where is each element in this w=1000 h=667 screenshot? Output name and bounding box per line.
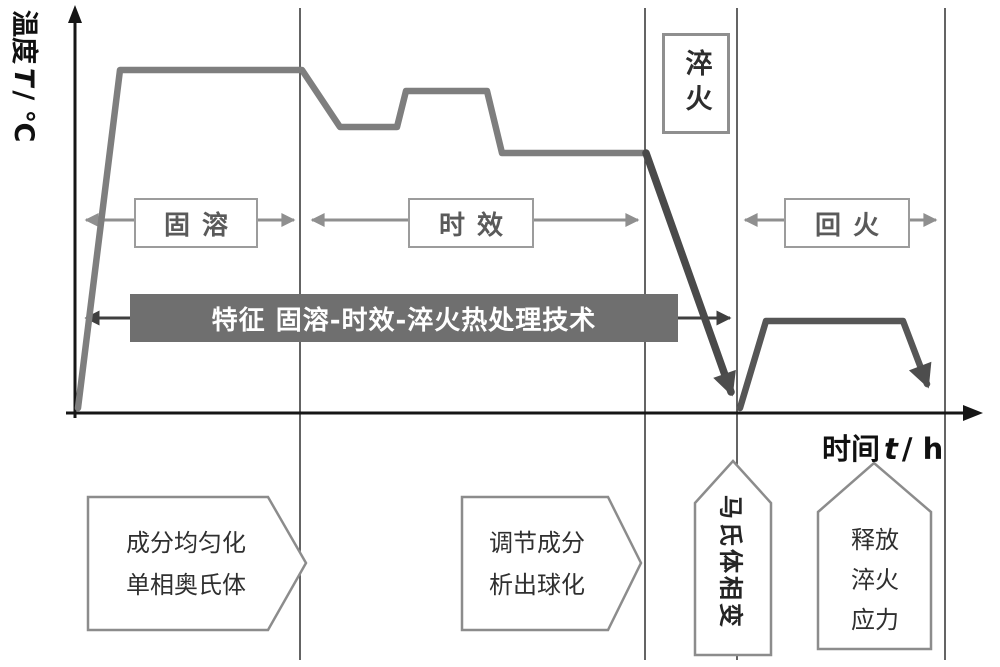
stage4-annotation: 释放 淬火 应力 (820, 520, 930, 640)
temperature-curve-main (74, 66, 650, 412)
stage1-annotation: 成分均匀化 单相奥氏体 (92, 522, 280, 606)
y-axis-label-cn: 温度 (8, 10, 39, 64)
temperature-curve-quench-arrow (642, 149, 736, 397)
phase-label-solution: 固溶 (134, 198, 258, 248)
stage2-annotation: 调节成分 析出球化 (464, 522, 610, 606)
x-axis-arrowhead (963, 405, 983, 421)
y-axis-label-unit: / ℃ (8, 90, 39, 143)
stage1-pentagon-shape (86, 495, 308, 632)
stage3-annotation: 马氏体相变 (697, 472, 769, 652)
phase-label-quench: 淬火 (662, 33, 730, 134)
stage2-line2: 析出球化 (489, 571, 585, 599)
x-axis-label-cn: 时间 (822, 432, 881, 466)
stage1-line1: 成分均匀化 (126, 529, 246, 557)
process-banner: 特征 固溶-时效-淬火热处理技术 (130, 294, 678, 342)
stage2-line1: 调节成分 (489, 529, 585, 557)
temperature-curve-temper-arrow (736, 317, 932, 412)
y-axis-label-variable: T (8, 68, 39, 87)
stage4-line2: 淬火 (851, 566, 899, 594)
stage4-pentagon-shape (816, 461, 933, 651)
stage2-pentagon-shape (460, 495, 643, 632)
stage4-line1: 释放 (851, 526, 899, 554)
stage4-line3: 应力 (851, 606, 899, 634)
stage3-pentagon-shape (693, 459, 773, 657)
y-axis-label: 温度 T / ℃ (7, 10, 46, 220)
stage3-text: 马氏体相变 (716, 494, 745, 630)
x-axis-label-variable: t (884, 432, 898, 466)
stage1-line2: 单相奥氏体 (126, 571, 246, 599)
phase-label-temper: 回火 (784, 198, 910, 248)
y-axis-arrowhead (68, 5, 82, 23)
phase-label-aging: 时效 (408, 198, 534, 248)
x-axis-label-unit: / h (901, 432, 944, 466)
